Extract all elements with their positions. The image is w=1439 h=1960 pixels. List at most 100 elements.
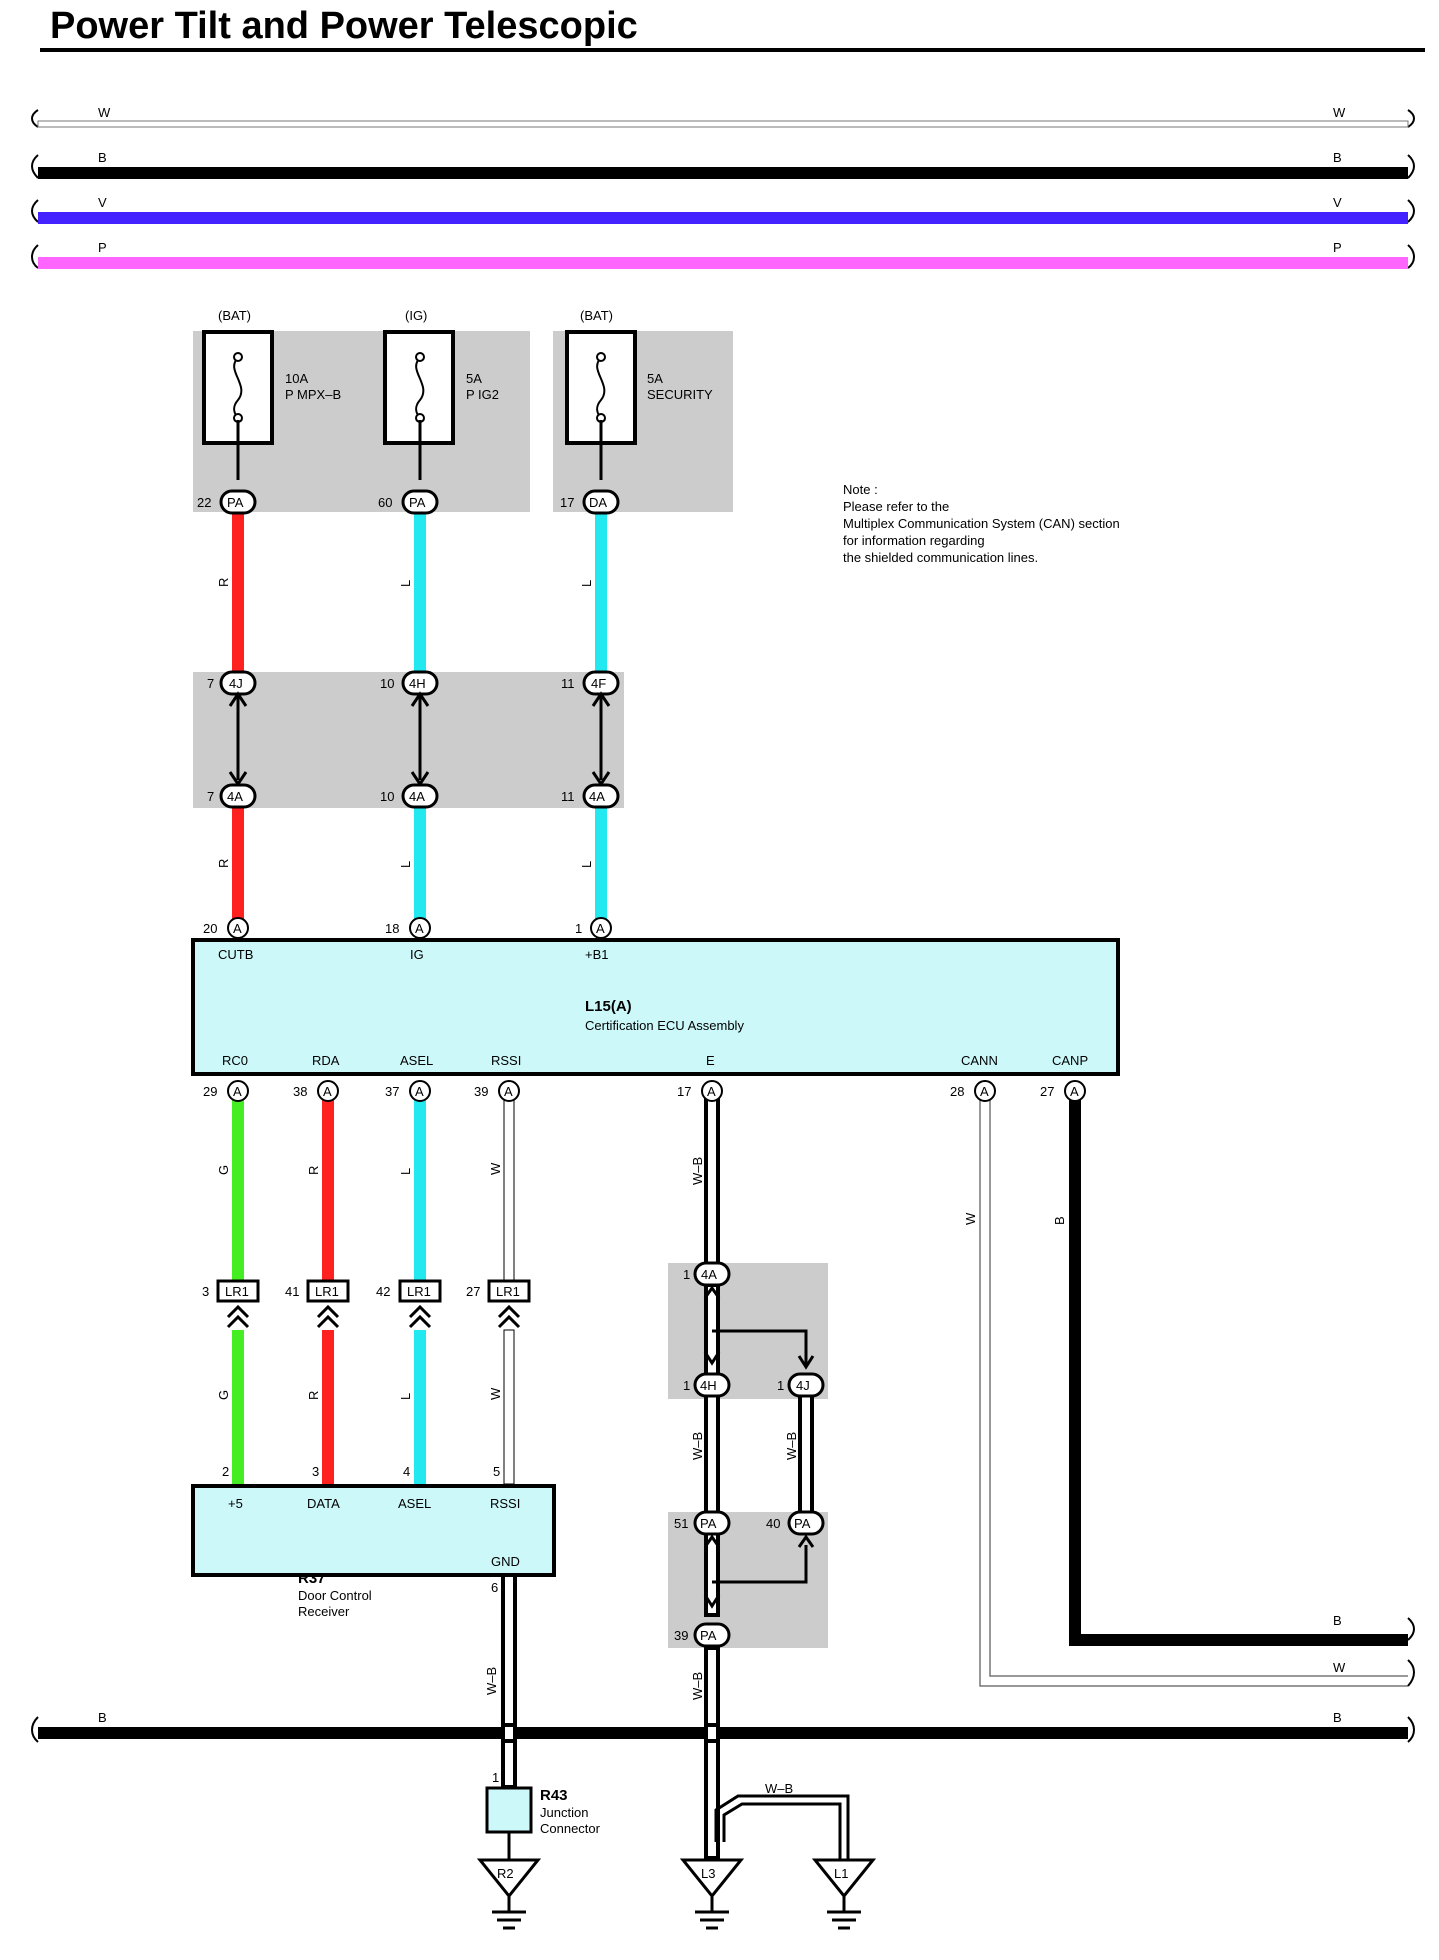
receiver-box: 2 3 4 5 +5 DATA ASEL RSSI GND R37 Door C… <box>191 1464 556 1619</box>
svg-text:4: 4 <box>403 1464 410 1479</box>
svg-text:42: 42 <box>376 1284 390 1299</box>
bus-wire-w <box>37 120 1409 128</box>
svg-text:27: 27 <box>1040 1084 1054 1099</box>
svg-text:ASEL: ASEL <box>398 1496 431 1511</box>
wire-code-wb: W–B <box>690 1672 705 1700</box>
svg-text:A: A <box>323 1084 332 1099</box>
ecu-pin-label: RDA <box>312 1053 340 1068</box>
ecu-bottom-pin-1: A 29 <box>203 1080 249 1102</box>
svg-text:LR1: LR1 <box>496 1284 520 1299</box>
svg-text:PA: PA <box>409 495 426 510</box>
ecu-pin-label: ASEL <box>400 1053 433 1068</box>
svg-text:3: 3 <box>312 1464 319 1479</box>
svg-text:4J: 4J <box>229 676 243 691</box>
fuse-connector-1: PA 22 <box>197 489 257 515</box>
fuse-pin: 17 <box>560 495 574 510</box>
ecu-bottom-pin-5: A 17 <box>677 1080 723 1102</box>
page-title: Power Tilt and Power Telescopic <box>50 5 638 47</box>
wire-l-1 <box>414 512 426 675</box>
svg-text:GND: GND <box>491 1554 520 1569</box>
svg-text:1: 1 <box>777 1378 784 1393</box>
svg-text:1: 1 <box>683 1267 690 1282</box>
lr1-connector-3: LR1 42 <box>376 1279 442 1329</box>
wire-g-1 <box>232 1095 244 1282</box>
note-line: for information regarding <box>843 533 985 548</box>
fuse-name: P IG2 <box>466 387 499 402</box>
fuse-3: (BAT) 5A SECURITY <box>565 308 713 480</box>
svg-text:18: 18 <box>385 921 399 936</box>
svg-text:PA: PA <box>794 1516 811 1531</box>
svg-text:37: 37 <box>385 1084 399 1099</box>
wire-code-w: W <box>963 1212 978 1225</box>
wire-code-g: G <box>216 1165 231 1175</box>
wire-wb-main <box>704 1283 720 1617</box>
ecu-pin-label: CANN <box>961 1053 998 1068</box>
svg-text:A: A <box>596 921 605 936</box>
junction-code: R43 <box>540 1787 568 1804</box>
lr1-connector-1: LR1 3 <box>202 1279 260 1329</box>
ecu-bottom-pin-7: A 27 <box>1040 1080 1086 1102</box>
svg-text:LR1: LR1 <box>407 1284 431 1299</box>
receiver-name: Door Control <box>298 1588 372 1603</box>
wire-wb-e <box>704 1093 720 1273</box>
ground-joint-4h: 4H 1 <box>683 1351 731 1398</box>
bus-label-v-left: V <box>98 195 107 210</box>
svg-text:6: 6 <box>491 1580 498 1595</box>
svg-text:5: 5 <box>493 1464 500 1479</box>
svg-text:38: 38 <box>293 1084 307 1099</box>
bottom-bus: B B <box>31 1710 1415 1743</box>
wire-l-4 <box>595 808 607 931</box>
wire-cann <box>979 1095 1408 1687</box>
svg-text:2: 2 <box>222 1464 229 1479</box>
svg-text:39: 39 <box>674 1628 688 1643</box>
svg-text:B: B <box>98 1710 107 1725</box>
bus-label-p-left: P <box>98 240 107 255</box>
svg-text:1: 1 <box>683 1378 690 1393</box>
svg-text:DA: DA <box>589 495 607 510</box>
ecu-bottom-pin-6: A 28 <box>950 1080 996 1102</box>
ecu-bottom-pin-3: A 37 <box>385 1080 431 1102</box>
svg-text:RSSI: RSSI <box>490 1496 520 1511</box>
ecu-pin-label: E <box>706 1053 715 1068</box>
ecu-name: Certification ECU Assembly <box>585 1018 744 1033</box>
svg-text:A: A <box>707 1084 716 1099</box>
wire-w-2 <box>503 1329 515 1485</box>
svg-text:11: 11 <box>561 789 575 804</box>
fuse-pin: 60 <box>378 495 392 510</box>
wire-l-6 <box>414 1330 426 1484</box>
svg-text:4H: 4H <box>700 1378 717 1393</box>
wire-code-r: R <box>216 578 231 587</box>
svg-text:20: 20 <box>203 921 217 936</box>
wire-code-l: L <box>398 1168 413 1175</box>
wire-wb-l1 <box>714 1794 850 1860</box>
svg-text:7: 7 <box>207 789 214 804</box>
wire-code-l: L <box>579 861 594 868</box>
wire-code-l: L <box>579 580 594 587</box>
ecu-top-pin-2: A 18 IG <box>385 917 431 962</box>
wire-w-1 <box>503 1094 515 1283</box>
joint-column-2: 4H 10 4A 10 <box>380 670 439 809</box>
wire-r-3 <box>322 1095 334 1282</box>
svg-text:A: A <box>415 921 424 936</box>
svg-text:L1: L1 <box>834 1866 848 1881</box>
wire-code-wb: W–B <box>484 1667 499 1695</box>
svg-text:4F: 4F <box>591 676 606 691</box>
ground-r2: R2 <box>476 1858 542 1930</box>
svg-text:PA: PA <box>227 495 244 510</box>
fuse-source: (BAT) <box>580 308 613 323</box>
svg-text:4A: 4A <box>227 789 243 804</box>
fuse-name: P MPX–B <box>285 387 341 402</box>
bus-wire-b <box>38 167 1408 179</box>
wire-l-2 <box>595 512 607 675</box>
wire-r-1 <box>232 512 244 675</box>
ecu-top-pin-1: A 20 CUTB <box>203 917 253 962</box>
svg-text:1: 1 <box>492 1770 499 1785</box>
svg-text:CUTB: CUTB <box>218 947 253 962</box>
ecu-pin-label: RSSI <box>491 1053 521 1068</box>
svg-text:51: 51 <box>674 1516 688 1531</box>
svg-text:L3: L3 <box>701 1866 715 1881</box>
bus-label-v-right: V <box>1333 195 1342 210</box>
svg-text:LR1: LR1 <box>225 1284 249 1299</box>
note-line: the shielded communication lines. <box>843 550 1038 565</box>
wire-code-w: W <box>1333 1660 1346 1675</box>
